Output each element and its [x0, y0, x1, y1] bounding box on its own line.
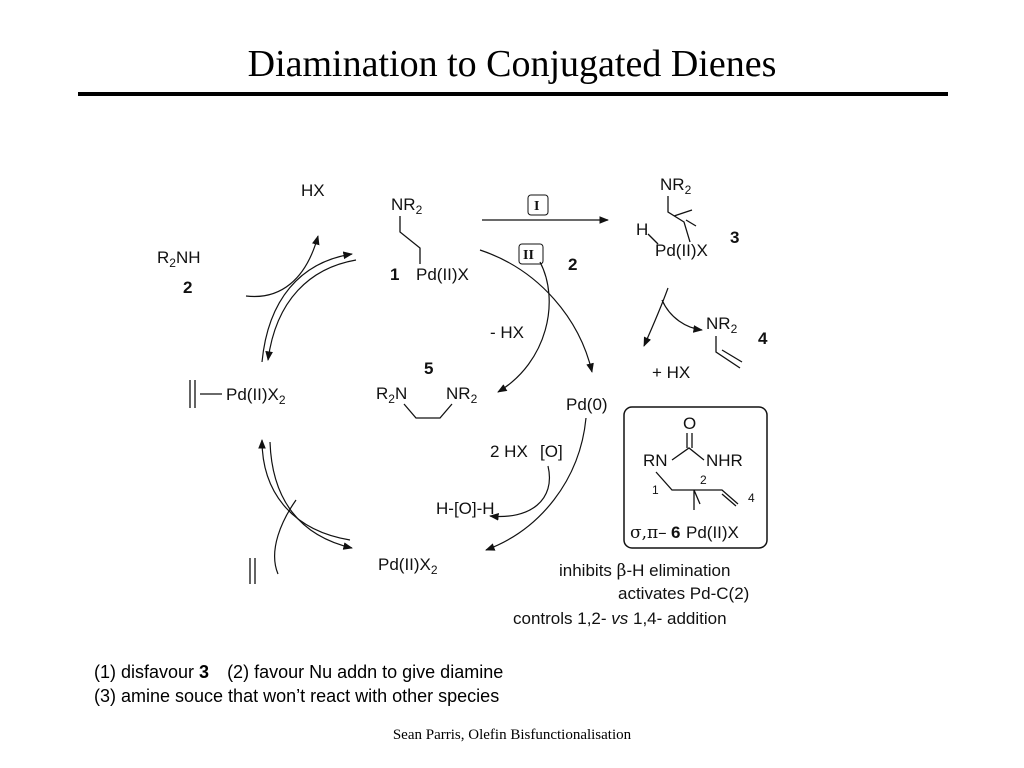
note-line-2: (3) amine souce that won’t react with ot… [94, 686, 500, 706]
compound-1-chain [399, 216, 421, 264]
compound-1-nr2: NR2 [391, 195, 423, 217]
amine-r2nh-label: R2NH [157, 248, 201, 270]
alkene-addition-arrow [274, 499, 297, 575]
footer-credit: Sean Parris, Olefin Bisfunctionalisation [392, 727, 632, 743]
box-carbon-1: 1 [652, 483, 659, 497]
box-carbon-4: 4 [748, 491, 755, 505]
compound-3-nr2: NR2 [660, 175, 692, 197]
amine-addition-arrow [245, 235, 320, 298]
water-release-arrow [489, 465, 550, 521]
title-rule [78, 92, 948, 96]
box-carbonyl-o: O [683, 414, 696, 433]
box-nhr-label: NHR [706, 451, 743, 470]
compound-3-pd: Pd(II)X [655, 241, 708, 260]
box-rn-label: RN [643, 451, 668, 470]
compound-5-number: 5 [424, 359, 433, 378]
compound-4-number: 4 [758, 329, 768, 348]
path-1-box [527, 194, 549, 216]
amine-compound-number: 2 [183, 278, 192, 297]
compound-4-bonds [715, 336, 743, 369]
box-urea-bonds [671, 447, 705, 461]
left-lower-arrow-down [269, 441, 353, 550]
box-compound-number: 6 [671, 523, 680, 542]
compound-3-h-bond [647, 233, 659, 245]
box-chain-bonds [655, 471, 739, 510]
compound-1-number: 1 [390, 265, 399, 284]
hx-label-top: HX [301, 181, 325, 200]
box-pd-label: Pd(II)X [686, 523, 739, 542]
compound-3-number: 3 [730, 228, 739, 247]
path-2-to-diamine-arrow [497, 261, 550, 393]
note-2-text: (2) favour Nu addn to give diamine [227, 662, 504, 682]
oxidant-label: [O] [540, 442, 563, 461]
left-upper-arrow-up [261, 251, 353, 363]
effect-inhibits-beta-h: inhibits β-H elimination [559, 561, 730, 581]
compound-3-h: H [636, 220, 648, 239]
reoxidation-arrow [485, 417, 587, 551]
intermediate-6-box [623, 406, 768, 549]
path-2-box [518, 243, 544, 265]
effect-controls-addition: controls 1,2- vs 1,4- addition [513, 609, 727, 628]
compound-1-pd: Pd(II)X [416, 265, 469, 284]
two-hx-label: 2 HX [490, 442, 528, 461]
catalytic-cycle-scheme: HX R2NH 2 NR2 1 Pd(II)X I II 2 NR2 H Pd(… [157, 175, 768, 628]
box-carbon-2: 2 [700, 473, 707, 487]
compound-5-r2n: R2N [376, 384, 407, 406]
box-sigma-pi-label: σ,π– [630, 523, 667, 543]
left-lower-arrow-up [258, 439, 351, 541]
compound-3-bonds [667, 196, 697, 243]
note-1-text: (1) disfavour [94, 662, 200, 682]
minus-hx-label: - HX [490, 323, 524, 342]
note-1-compound: 3 [199, 662, 210, 682]
compound-5-chain [403, 403, 453, 419]
compound-4-nr2: NR2 [706, 314, 738, 336]
left-upper-arrow-down [265, 259, 357, 361]
slide-title: Diamination to Conjugated Dienes [247, 43, 777, 85]
hx-release-arrow [661, 299, 703, 333]
alkene-pd-complex: Pd(II)X2 [226, 385, 286, 407]
path-1-label: I [534, 199, 539, 214]
path-2-to-pd0-arrow [479, 249, 594, 373]
compound-5-nr2: NR2 [446, 384, 478, 406]
pd0-label: Pd(0) [566, 395, 608, 414]
elimination-arrow [643, 287, 669, 347]
effect-activates-pd-c2: activates Pd-C(2) [618, 584, 749, 603]
h-o-h-label: H-[O]-H [436, 499, 495, 518]
path-2-label: II [523, 248, 534, 263]
note-line-1: (1) disfavour 3 (2) favour Nu addn to giv… [94, 660, 503, 684]
path-2-amine-number: 2 [568, 255, 577, 274]
plus-hx-label: + HX [652, 363, 690, 382]
requirements-notes: (1) disfavour 3 (2) favour Nu addn to giv… [94, 660, 503, 708]
pd-ii-x2-label: Pd(II)X2 [378, 555, 438, 577]
